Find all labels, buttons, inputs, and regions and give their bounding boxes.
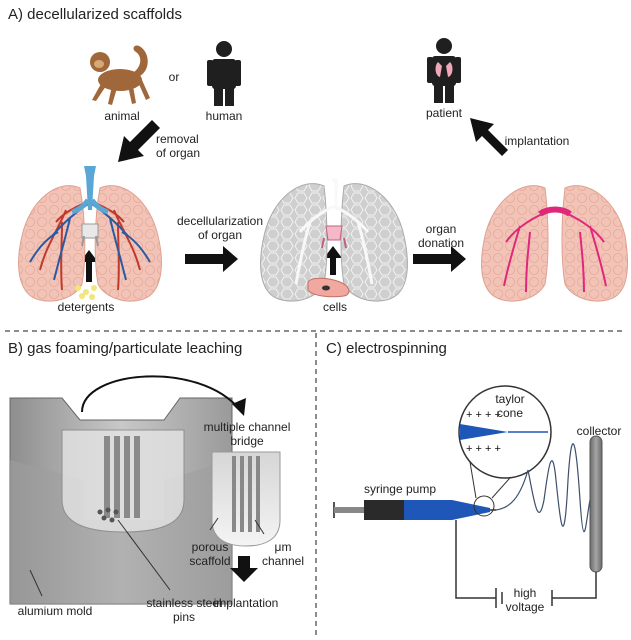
panel-c-title: C) electrospinning [326, 340, 447, 357]
arrow-implantation [470, 118, 508, 156]
collector-label: collector [576, 424, 622, 438]
removal-label: removal of organ [156, 132, 222, 160]
monkey-icon [90, 45, 150, 105]
zoom-circle [473, 495, 495, 517]
decell-label: decellularization of organ [160, 214, 280, 242]
arrow-curve-head [232, 398, 246, 416]
leader-mold [29, 569, 43, 597]
implantation-label-a: implantation [504, 134, 570, 148]
donation-line-2: donation [417, 236, 465, 250]
or-label: or [168, 70, 180, 84]
bridge-line-1: multiple channel [203, 420, 291, 434]
arrow-decell [185, 246, 238, 272]
arrow-down [230, 556, 258, 582]
human-label: human [205, 109, 243, 123]
voltage-circuit [455, 520, 597, 608]
fiber-jet [495, 443, 591, 533]
voltage-line-2: voltage [505, 600, 545, 614]
porous-line-1: porous [191, 540, 229, 554]
arrow-curve [81, 375, 241, 413]
taylor-line-1: taylor [495, 392, 525, 406]
cells-label: cells [322, 300, 347, 314]
aluminium-mold-icon [9, 397, 233, 605]
recellularized-lung-icon [481, 185, 629, 302]
leader-pins [117, 519, 171, 591]
channel-label: μm channel [252, 540, 314, 568]
porous-line-2: scaffold [189, 554, 231, 568]
syringe-icon [333, 500, 496, 520]
leader-porous [209, 517, 219, 531]
decell-line-1: decellularization [176, 214, 264, 228]
leader-channel [254, 519, 265, 535]
channel-line-2: channel [261, 554, 305, 568]
native-lung-icon [18, 166, 162, 302]
human-icon [207, 41, 241, 106]
panel-b-title: B) gas foaming/particulate leaching [8, 340, 243, 357]
taylor-cone-zoom: + + + + + + + + [458, 385, 552, 479]
removal-line-1: removal [156, 132, 199, 146]
pins-label: stainless steel pins [134, 596, 234, 624]
channel-bridge-icon [211, 451, 281, 547]
bridge-label: multiple channel bridge [192, 420, 302, 448]
voltage-line-1: high [513, 586, 537, 600]
removal-line-2: of organ [156, 146, 201, 160]
panel-a-title: A) decellularized scaffolds [8, 6, 182, 23]
patient-icon [427, 38, 461, 103]
mold-label: alumium mold [17, 604, 93, 618]
porous-label: porous scaffold [180, 540, 240, 568]
animal-label: animal [104, 109, 140, 123]
detergents-label: detergents [57, 300, 115, 314]
svg-text:+ + + +: + + + + [466, 443, 501, 455]
arrow-cells-up [324, 246, 342, 275]
arrow-donation [413, 246, 466, 272]
patient-label: patient [425, 106, 463, 120]
arrow-removal [118, 120, 160, 162]
donation-line-1: organ [425, 222, 457, 236]
decell-line-2: of organ [197, 228, 243, 242]
donation-label: organ donation [412, 222, 470, 250]
collector-icon [589, 435, 603, 573]
taylor-line-2: cone [496, 406, 524, 420]
bridge-line-2: bridge [230, 434, 264, 448]
taylor-label: taylor cone [488, 392, 532, 420]
implantation-label-b: implantation [213, 596, 279, 610]
pins-line-1: stainless steel [146, 596, 222, 610]
channel-line-1: μm [274, 540, 292, 554]
pins-line-2: pins [172, 610, 195, 624]
syringe-label: syringe pump [363, 482, 437, 496]
decellularized-lung-icon [260, 178, 408, 302]
voltage-label: high voltage [500, 586, 550, 614]
svg-text:+ + + +: + + + + [466, 409, 501, 421]
